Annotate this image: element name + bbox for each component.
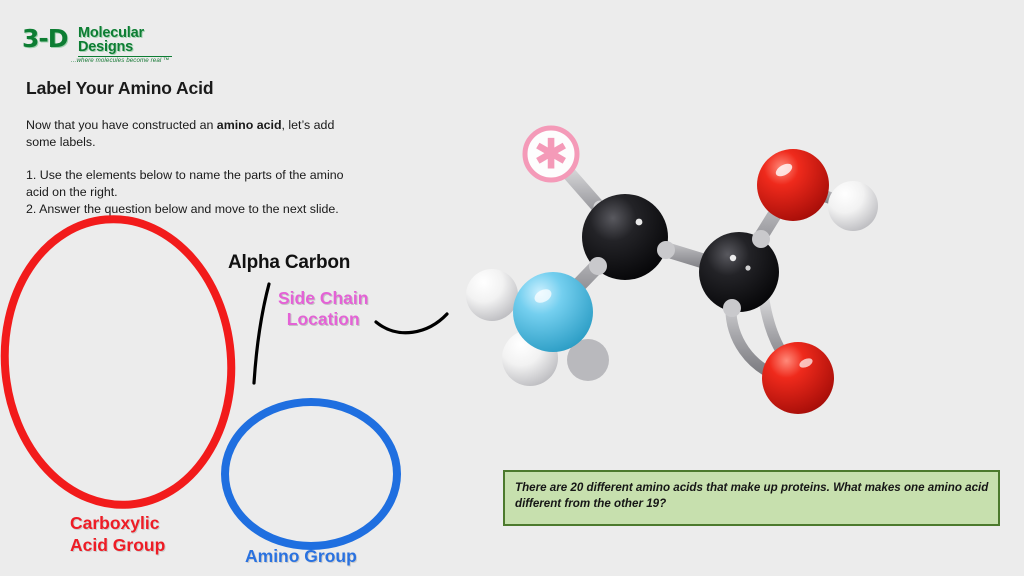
atom-hydrogen-amino-left	[466, 269, 518, 321]
logo-mark: 3-D	[22, 24, 69, 53]
atom-oxygen-carbonyl-highlight	[799, 358, 813, 368]
intro-paragraph: Now that you have constructed an amino a…	[26, 117, 356, 151]
bond-nitrogen-to-hydrogen-bottom	[524, 306, 559, 364]
side-chain-pointer-arc	[374, 312, 449, 335]
logo-word-molecular: Molecular	[78, 25, 144, 41]
instruction-step-2: 2. Answer the question below and move to…	[26, 202, 339, 216]
bond-carbonyl-double-front	[725, 294, 788, 384]
bond-collar-carboxyl-to-carbonyl	[723, 299, 741, 317]
bond-alpha-carbon-to-nitrogen	[545, 229, 633, 320]
atom-oxygen-hydroxyl	[757, 149, 829, 221]
bond-collar-carboxyl-to-hydroxyl	[752, 230, 770, 248]
bond-alpha-carbon-stub-front	[593, 200, 632, 244]
label-carboxylic-line-1: Carboxylic	[70, 513, 160, 533]
atom-carbon-carboxyl	[699, 232, 779, 312]
side-chain-marker-asterisk-icon: ✱	[533, 130, 568, 179]
instruction-list: 1. Use the elements below to name the pa…	[26, 167, 366, 218]
company-logo: 3-D Molecular Designs ...where molecules…	[22, 26, 172, 68]
intro-text-bold: amino acid	[216, 118, 282, 132]
logo-word-designs: Designs	[78, 38, 134, 55]
bond-collar-alpha-to-nitrogen	[589, 257, 607, 275]
atom-hydrogen-amino-right	[567, 339, 609, 381]
atom-carbon-alpha-highlight	[635, 218, 643, 226]
question-box: There are 20 different amino acids that …	[503, 470, 1000, 526]
logo-wordmark: Molecular Designs	[78, 25, 144, 55]
logo-divider	[78, 55, 172, 57]
molecule-bonds	[486, 163, 859, 384]
side-chain-marker-ring	[522, 125, 580, 183]
atom-hydrogen-hydroxyl	[828, 181, 878, 231]
bond-alpha-carbon-to-carboxyl-carbon	[617, 229, 747, 280]
label-carboxylic-line-2: Acid Group	[70, 535, 166, 555]
bond-collar-alpha-to-carboxyl	[657, 241, 675, 259]
bond-carbonyl-double-back	[758, 294, 804, 378]
atom-nitrogen-amino	[513, 272, 593, 352]
atom-carbon-carboxyl-highlight-a	[729, 254, 737, 262]
label-amino-group: Amino Group	[245, 546, 357, 566]
label-side-chain-line-2: Location	[286, 309, 360, 329]
logo-tagline: ...where molecules become real ™	[71, 57, 170, 64]
atom-hydrogen-amino-bottom	[502, 330, 558, 386]
bond-nitrogen-to-hydrogen-left	[486, 289, 559, 318]
bond-sidechain-to-alpha-carbon	[559, 163, 631, 243]
label-side-chain-line-1: Side Chain	[278, 288, 369, 308]
atom-carbon-carboxyl-highlight-b	[745, 265, 751, 271]
intro-text-before: Now that you have constructed an	[26, 118, 217, 132]
atom-nitrogen-highlight	[534, 289, 552, 303]
bond-nitrogen-to-hydrogen-right	[547, 306, 589, 361]
amino-group-circle	[221, 398, 401, 550]
molecule-atoms	[466, 149, 878, 414]
label-carboxylic-acid-group: Carboxylic Acid Group	[70, 512, 165, 556]
label-side-chain-location: Side Chain Location	[278, 288, 368, 330]
atom-carbon-alpha	[582, 194, 668, 280]
label-alpha-carbon: Alpha Carbon	[228, 252, 351, 273]
instruction-step-1: 1. Use the elements below to name the pa…	[26, 168, 344, 199]
page-title: Label Your Amino Acid	[26, 78, 214, 98]
carboxylic-acid-group-ellipse	[0, 215, 236, 509]
atom-oxygen-carbonyl	[762, 342, 834, 414]
atom-oxygen-hydroxyl-highlight	[775, 163, 793, 177]
bond-carboxyl-carbon-to-hydroxyl-oxygen	[732, 178, 800, 279]
question-text: There are 20 different amino acids that …	[515, 481, 989, 510]
bond-hydroxyl-oxygen-to-hydrogen	[787, 179, 859, 212]
alpha-carbon-pointer-line	[252, 282, 271, 385]
side-chain-marker: ✱	[522, 125, 580, 183]
intro-text-after: , let’s add some labels.	[26, 118, 335, 149]
